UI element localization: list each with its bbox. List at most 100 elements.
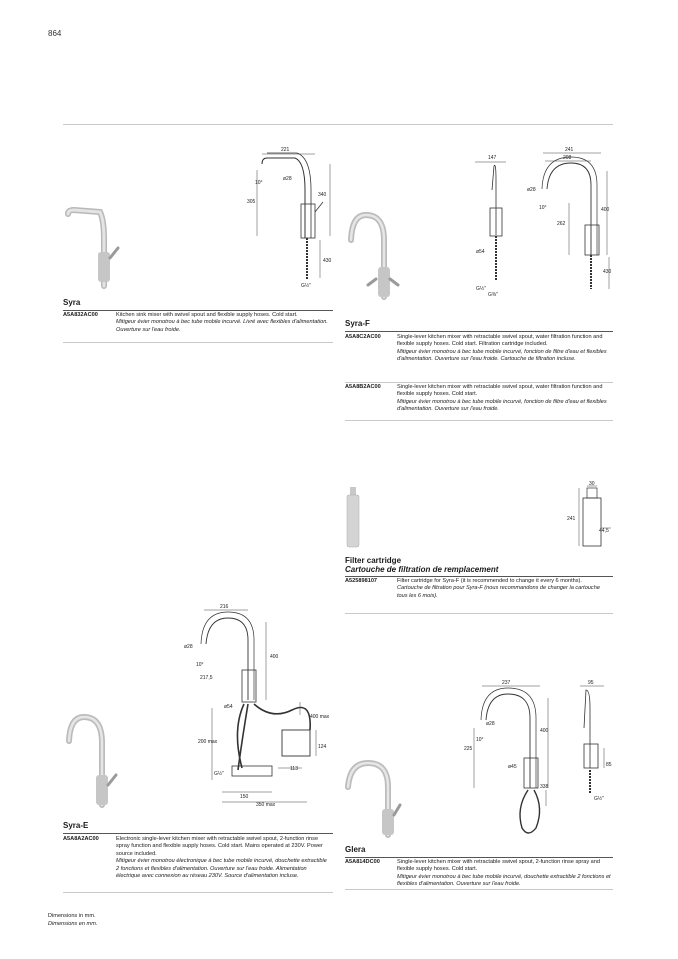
glera-title-rule [345, 857, 613, 858]
syra-row-1: A5A832AC00 Kitchen sink mixer with swive… [63, 312, 333, 340]
syra-e-row-1-code: A5A8A2AC00 [63, 836, 99, 842]
syra-e-dim-base: ø54 [224, 704, 233, 710]
glera-dim-side: 95 [588, 680, 594, 686]
syra-f-dim-w3: 208 [563, 155, 572, 161]
syra-f-bottom-rule [345, 420, 613, 421]
syra-e-dim-reach: 217,5 [200, 675, 213, 681]
syra-e-faucet-illustration [66, 713, 118, 808]
syra-e-dim-113: 113 [290, 766, 298, 772]
syra-e-dim-max200: 200 max [198, 739, 218, 745]
syra-f-row-2-fr: Mitigeur évier monotrou à bec tube mobil… [397, 398, 607, 413]
glera-title: Glera [345, 845, 366, 854]
syra-dimension-drawing: 221 340 305 10° ø28 430 G½" [247, 147, 332, 289]
syra-f-title: Syra-F [345, 319, 370, 328]
footer-note-fr: Dimensions en mm. [48, 920, 98, 927]
glera-row-1-code: A5A814DC00 [345, 859, 380, 865]
filter-row-1-en: Filter cartridge for Syra-F (it is recom… [397, 578, 582, 584]
syra-title: Syra [63, 298, 81, 307]
syra-e-dim-h: 400 [270, 654, 279, 660]
syra-dim-thread: G½" [301, 282, 311, 289]
glera-dim-85: 85 [606, 762, 612, 768]
syra-e-bottom-rule [63, 892, 333, 893]
syra-e-dim-box: 124 [318, 744, 327, 750]
syra-e-dim-150: 150 [240, 794, 249, 800]
syra-e-dim-w: 216 [220, 604, 229, 610]
syra-f-row-1-en: Single-lever kitchen mixer with retracta… [397, 334, 603, 348]
syra-e-dim-max400: 400 max [310, 714, 330, 720]
syra-f-row-1-code: A5A8C2AC00 [345, 334, 381, 340]
syra-f-dim-body: 262 [557, 221, 566, 227]
syra-f-row-2-en: Single-lever kitchen mixer with retracta… [397, 384, 603, 398]
syra-f-row-1: A5A8C2AC00 Single-lever kitchen mixer wi… [345, 334, 613, 382]
syra-bottom-rule [63, 342, 333, 343]
filter-dim-height: 241 [567, 516, 576, 522]
syra-f-row-2: A5A8B2AC00 Single-lever kitchen mixer wi… [345, 384, 613, 420]
syra-title-rule [63, 310, 333, 311]
syra-e-dim-angle: 10° [196, 662, 204, 668]
syra-f-dim-thread1: G½" [476, 285, 486, 292]
footer-note-en: Dimensions in mm. [48, 913, 96, 919]
syra-f-row-2-code: A5A8B2AC00 [345, 384, 381, 390]
filter-row-1: A525898107 Filter cartridge for Syra-F (… [345, 578, 613, 612]
glera-dim-thread: G½" [594, 795, 604, 802]
syra-f-row-1-fr: Mitigeur évier monotrou à bec tube mobil… [397, 348, 607, 363]
glera-dim-dia: ø28 [486, 721, 495, 727]
filter-bottom-rule [345, 613, 613, 614]
syra-f-dimension-drawing-front: 147 ø54 G½" G⅜" [475, 155, 506, 298]
syra-f-title-rule [345, 331, 613, 332]
syra-e-title: Syra-E [63, 821, 89, 830]
glera-dim-angle: 10° [476, 737, 484, 743]
filter-row-1-code: A525898107 [345, 578, 378, 584]
syra-f-dim-w2: 241 [565, 147, 574, 153]
syra-dim-width: 221 [281, 147, 290, 153]
glera-dim-hose: 338 [540, 784, 549, 790]
filter-dimension-drawing: 30 241 44,5 [567, 481, 611, 547]
syra-f-dim-hose: 430 [603, 269, 612, 275]
top-divider [63, 124, 613, 125]
syra-dim-dia: ø28 [283, 176, 292, 182]
syra-dim-hose: 430 [323, 258, 332, 264]
syra-f-dim-h: 400 [601, 207, 610, 213]
filter-dim-dia: 44,5 [599, 528, 609, 534]
syra-f-dim-dia: ø28 [527, 187, 536, 193]
syra-row-1-fr: Mitigeur évier monotrou à bec tube mobil… [116, 319, 328, 333]
page-number: 864 [48, 29, 62, 38]
syra-e-dimension-drawing: 216 ø28 10° 400 217,5 ø54 400 max 200 ma… [184, 604, 330, 808]
filter-title: Filter cartridge [345, 556, 402, 565]
glera-faucet-illustration [345, 759, 402, 838]
glera-row-1-en: Single-lever kitchen mixer with retracta… [397, 859, 601, 873]
glera-dimension-drawing-side: 95 85 G½" [580, 680, 612, 802]
syra-row-1-code: A5A832AC00 [63, 312, 98, 318]
syra-dim-body: 305 [247, 199, 256, 205]
syra-f-dim-base: ø54 [476, 249, 485, 255]
filter-subtitle: Cartouche de filtration de remplacement [345, 565, 499, 574]
syra-f-dim-angle: 10° [539, 205, 547, 211]
syra-f-faucet-illustration [348, 211, 400, 300]
syra-e-title-rule [63, 833, 333, 834]
filter-dim-top: 30 [589, 481, 595, 487]
syra-e-dim-max350: 350 max [256, 802, 276, 808]
footer-note: Dimensions in mm. Dimensions en mm. [48, 913, 97, 928]
glera-bottom-rule [345, 889, 613, 890]
glera-row-1-fr: Mitigeur évier monotrou à bec tube mobil… [397, 873, 611, 888]
syra-faucet-illustration [65, 206, 120, 289]
glera-row-1: A5A814DC00 Single-lever kitchen mixer wi… [345, 859, 613, 887]
syra-e-dim-dia: ø28 [184, 644, 193, 650]
filter-row-1-fr: Cartouche de filtration pour Syra-F (nou… [397, 585, 600, 599]
syra-e-row-1-en: Electronic single-lever kitchen mixer wi… [116, 836, 323, 857]
syra-row-1-en: Kitchen sink mixer with swivel spout and… [116, 312, 298, 318]
syra-e-dim-thread: G½" [214, 770, 224, 777]
filter-cartridge-illustration [346, 487, 360, 548]
syra-f-row-divider [345, 382, 613, 383]
syra-dim-height: 340 [318, 192, 327, 198]
syra-e-row-1: A5A8A2AC00 Electronic single-lever kitch… [63, 836, 333, 890]
glera-dim-w: 237 [502, 680, 511, 686]
glera-dim-body: 225 [464, 746, 473, 752]
glera-dim-h: 400 [540, 728, 549, 734]
syra-f-dimension-drawing-side: 241 208 ø28 10° 400 262 430 [527, 147, 612, 289]
syra-e-row-1-fr: Mitigeur évier monotrou électronique à b… [116, 858, 327, 880]
syra-f-dim-thread2: G⅜" [488, 292, 498, 298]
syra-f-dim-w1: 147 [488, 155, 497, 161]
syra-dim-angle: 10° [255, 180, 263, 186]
glera-dimension-drawing-front: 237 ø28 10° 400 225 ø45 338 [464, 680, 549, 834]
